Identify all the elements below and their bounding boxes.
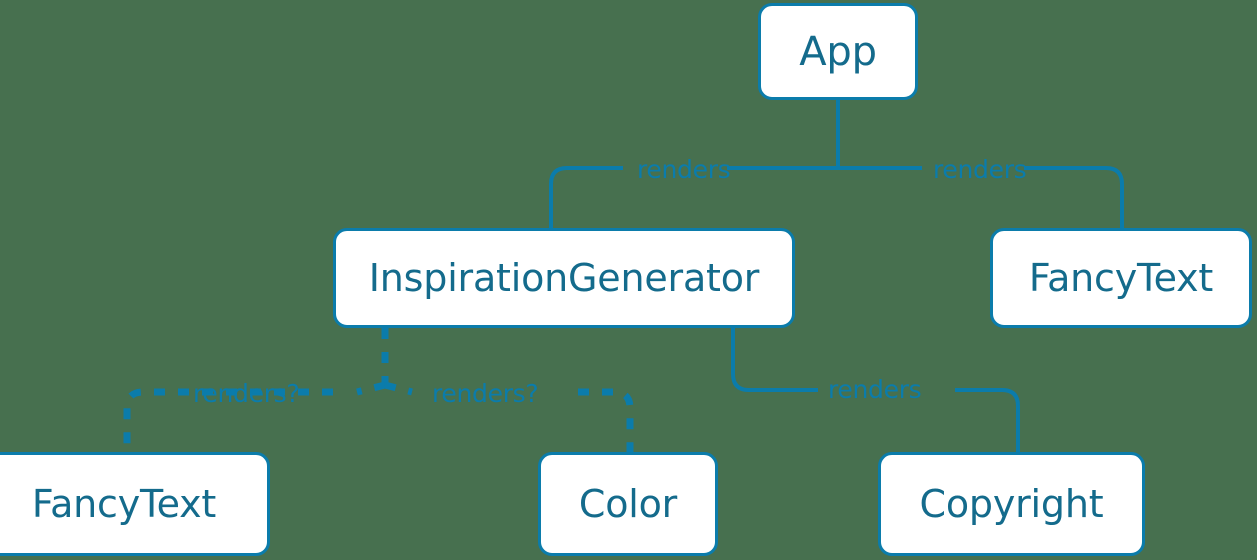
- edge-app-to-fancytext-right-b: [1024, 166, 1124, 228]
- edge-label-inspiration-to-color: renders?: [432, 379, 539, 408]
- edge-label-inspiration-to-copyright: renders: [828, 375, 922, 404]
- node-app-label: App: [799, 28, 877, 75]
- node-copyright[interactable]: Copyright: [878, 452, 1145, 556]
- node-fancytext-bottom-label: FancyText: [31, 482, 217, 526]
- node-color[interactable]: Color: [538, 452, 718, 556]
- edge-inspiration-to-color-a: [384, 381, 413, 396]
- node-inspiration-generator-label: InspirationGenerator: [368, 256, 760, 300]
- node-inspiration-generator[interactable]: InspirationGenerator: [333, 228, 795, 328]
- edge-inspiration-to-fancytext-bottom-b: [123, 388, 333, 452]
- edge-inspiration-to-copyright-b: [955, 388, 1020, 452]
- node-fancytext-bottom[interactable]: FancyText: [0, 452, 270, 556]
- edge-inspiration-to-color-b: [578, 388, 634, 452]
- edge-label-inspiration-to-fancytext-bottom: renders?: [193, 379, 300, 408]
- node-fancytext-right[interactable]: FancyText: [990, 228, 1252, 328]
- edge-inspiration-to-copyright-a: [731, 328, 818, 392]
- edge-app-to-inspiration-generator-b: [549, 166, 623, 228]
- node-copyright-label: Copyright: [919, 482, 1104, 526]
- node-fancytext-right-label: FancyText: [1028, 256, 1214, 300]
- node-app[interactable]: App: [758, 3, 918, 100]
- edge-label-app-to-inspiration-generator: renders: [637, 155, 731, 184]
- edge-label-app-to-fancytext-right: renders: [933, 155, 1027, 184]
- edge-inspiration-to-fancytext-bottom-a: [356, 381, 386, 396]
- node-color-label: Color: [578, 482, 678, 526]
